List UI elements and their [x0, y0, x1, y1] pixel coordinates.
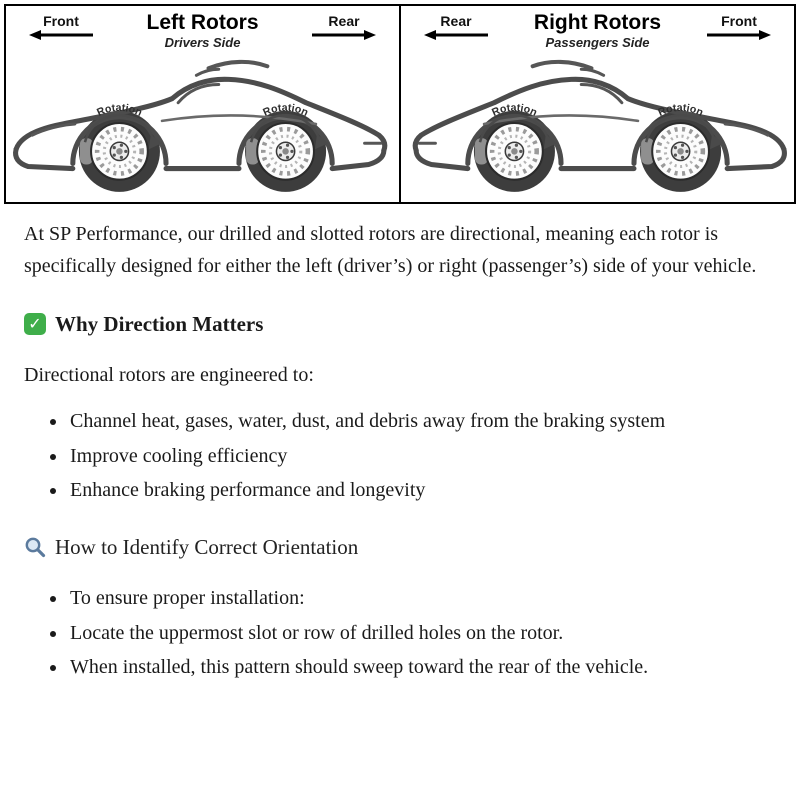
right-panel-title: Right Rotors: [533, 11, 662, 34]
rear-direction-label: Rear: [299, 12, 389, 41]
bullet-item: To ensure proper installation:: [68, 582, 772, 614]
left-rotors-panel: Front Left Rotors Drivers Side Rear: [4, 4, 401, 205]
car-body: [16, 62, 385, 192]
why-direction-heading: ✓ Why Direction Matters: [24, 307, 772, 341]
right-car-illustration: [405, 50, 790, 202]
rear-label-text: Rear: [328, 13, 360, 29]
right-rotors-panel: Rear Right Rotors Passengers Side Front: [399, 4, 796, 205]
right-panel-subtitle: Passengers Side: [545, 35, 650, 51]
bullet-item: Channel heat, gases, water, dust, and de…: [68, 405, 772, 437]
right-panel-header: Rear Right Rotors Passengers Side Front: [405, 10, 790, 50]
bullet-item: Improve cooling efficiency: [68, 440, 772, 472]
checkmark-icon: ✓: [24, 312, 46, 335]
right-panel-title-block: Right Rotors Passengers Side: [501, 11, 694, 51]
magnifier-icon: [25, 538, 46, 558]
identify-orientation-heading: How to Identify Correct Orientation: [24, 530, 772, 564]
why-direction-bullets: Channel heat, gases, water, dust, and de…: [24, 405, 772, 506]
car-body: [415, 62, 784, 192]
arrow-right-icon: [312, 30, 376, 41]
front-direction-label: Front: [694, 12, 784, 41]
left-panel-subtitle: Drivers Side: [164, 35, 241, 51]
arrow-left-icon: [424, 30, 488, 41]
identify-orientation-heading-text: How to Identify Correct Orientation: [55, 535, 359, 560]
rotor-diagram: Front Left Rotors Drivers Side Rear: [4, 4, 796, 205]
intro-paragraph: At SP Performance, our drilled and slott…: [24, 223, 757, 278]
rear-direction-label: Rear: [411, 12, 501, 41]
arrow-left-icon: [29, 30, 93, 41]
left-panel-title-block: Left Rotors Drivers Side: [106, 11, 299, 51]
bullet-item: Enhance braking performance and longevit…: [68, 474, 772, 506]
arrow-right-icon: [707, 30, 771, 41]
front-direction-label: Front: [16, 12, 106, 41]
front-label-text: Front: [721, 13, 757, 29]
why-direction-heading-text: Why Direction Matters: [55, 311, 264, 336]
bullet-item: Locate the uppermost slot or row of dril…: [68, 617, 772, 649]
left-panel-header: Front Left Rotors Drivers Side Rear: [10, 10, 395, 50]
left-panel-title: Left Rotors: [146, 11, 259, 34]
bullet-item: When installed, this pattern should swee…: [68, 651, 772, 683]
article-body: At SP Performance, our drilled and slott…: [0, 204, 800, 684]
left-car-illustration: [10, 50, 395, 202]
engineered-to-lead: Directional rotors are engineered to:: [24, 363, 314, 386]
rear-label-text: Rear: [440, 13, 472, 29]
orientation-bullets: To ensure proper installation: Locate th…: [24, 582, 772, 683]
front-label-text: Front: [43, 13, 79, 29]
